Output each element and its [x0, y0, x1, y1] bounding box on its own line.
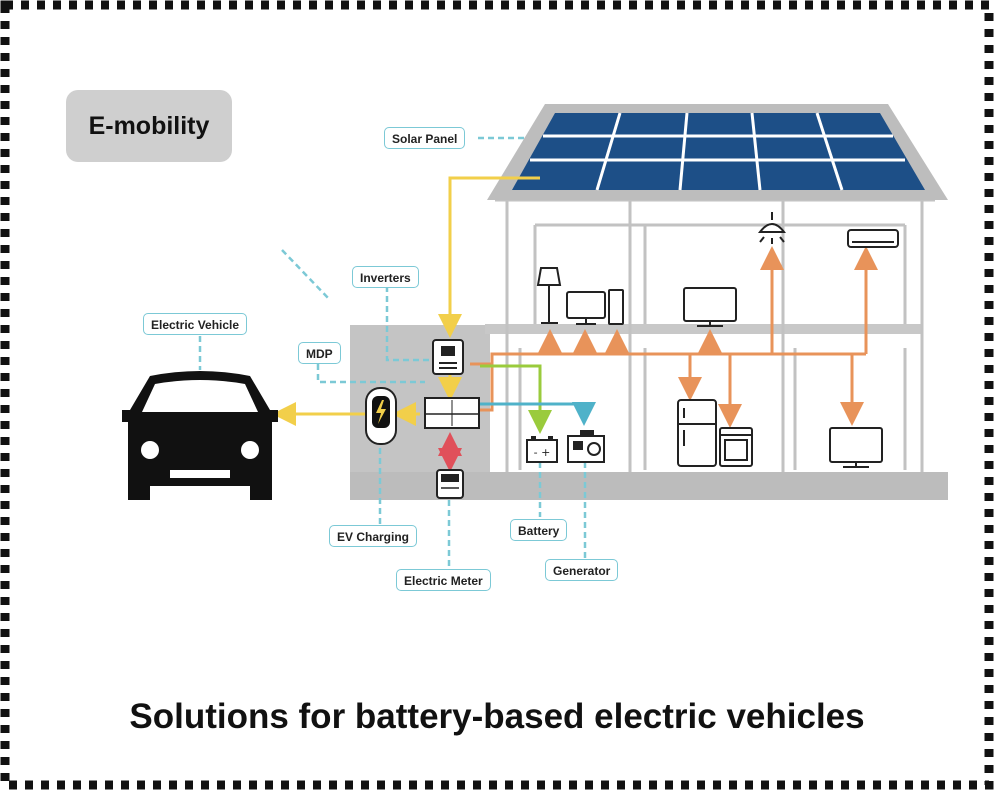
- lower-tv: [829, 427, 883, 468]
- stove: [719, 427, 753, 467]
- energy-flows: [272, 176, 878, 472]
- electric-vehicle: [122, 371, 278, 500]
- label-electric-meter: Electric Meter: [396, 569, 491, 591]
- label-electric-vehicle: Electric Vehicle: [143, 313, 248, 335]
- label-solar-panel: Solar Panel: [384, 127, 466, 149]
- inverter: [432, 339, 464, 375]
- label-ev-charging: EV Charging: [329, 525, 418, 547]
- ceiling-light: [757, 212, 787, 244]
- label-battery: Battery: [510, 519, 568, 541]
- generator-unit: [567, 430, 605, 463]
- desktop-computer: [566, 289, 624, 325]
- mdp-panel: [424, 397, 480, 429]
- leader-lines: [198, 136, 587, 568]
- label-inverters: Inverters: [352, 266, 419, 288]
- svg-text:- +: - +: [534, 446, 551, 459]
- battery-unit: - +: [526, 436, 558, 463]
- label-mdp: MDP: [298, 342, 341, 364]
- solar-panel: [512, 112, 925, 191]
- ev-charger: [365, 387, 397, 445]
- refrigerator: [677, 399, 717, 467]
- air-conditioner: [847, 229, 899, 248]
- upper-tv: [683, 287, 737, 327]
- caption-title: Solutions for battery-based electric veh…: [129, 697, 865, 736]
- electric-meter: [436, 469, 464, 499]
- e-mobility-badge: E-mobility: [66, 90, 232, 162]
- label-generator: Generator: [545, 559, 619, 581]
- lamp: [536, 267, 562, 324]
